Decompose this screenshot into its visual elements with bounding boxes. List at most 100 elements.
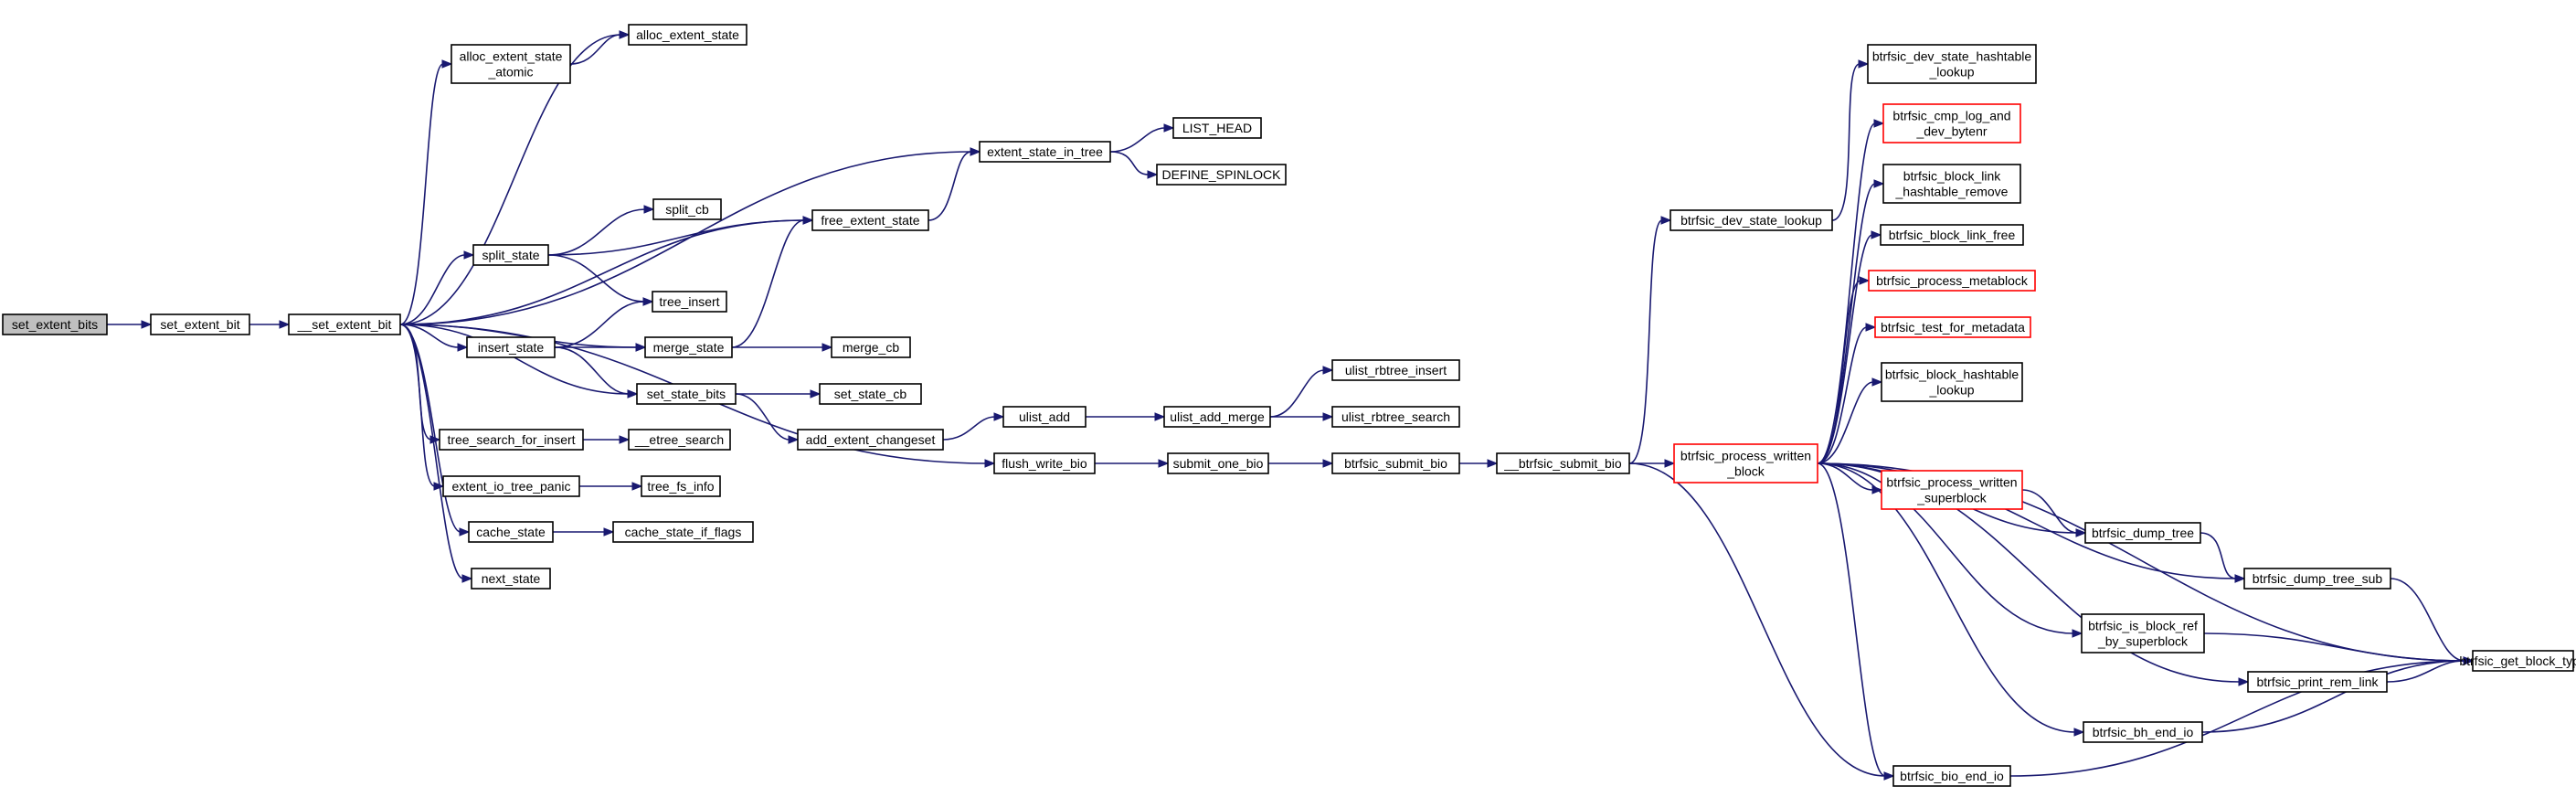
call-edge-btrfsic_process_written_block-to-btrfsic_block_link_free [1817, 230, 1882, 464]
arrowhead [2075, 528, 2087, 537]
node-box [1867, 44, 2037, 84]
node-merge-state[interactable]: merge_state [644, 336, 733, 358]
node-ulist-add-merge[interactable]: ulist_add_merge [1163, 406, 1271, 428]
node-next-state[interactable]: next_state [471, 568, 551, 590]
node-box [628, 24, 747, 46]
node-label: btrfsic_dev_state_hashtable [1872, 49, 2032, 64]
node-label: alloc_extent_state [460, 49, 563, 64]
node-btrfsic-bio-end-io[interactable]: btrfsic_bio_end_io [1892, 765, 2011, 787]
node-ulist-rbtree-insert[interactable]: ulist_rbtree_insert [1331, 359, 1460, 381]
arrowhead [1858, 59, 1870, 69]
node-btrfsic-print-rem-link[interactable]: btrfsic_print_rem_link [2247, 671, 2388, 693]
call-edge-submit_one_bio-to-btrfsic_submit_bio [1267, 459, 1334, 468]
edge-line [735, 393, 790, 441]
node-btrfsic-block-hashtable-lookup[interactable]: btrfsic_block_hashtable_lookup [1881, 362, 2023, 402]
node-label: ulist_rbtree_insert [1345, 363, 1447, 377]
call-edge-btrfsic_process_written_block-to-btrfsic_cmp_log_and_dev_bytenr [1817, 119, 1885, 464]
node-box [2472, 650, 2574, 672]
call-edge-split_state-to-split_cb [547, 205, 655, 256]
node-label: btrfsic_get_block_type [2459, 654, 2576, 668]
node-btrfsic-dev-state-hashtable-lookup[interactable]: btrfsic_dev_state_hashtable_lookup [1867, 44, 2037, 84]
node-free-extent-state[interactable]: free_extent_state [811, 209, 929, 231]
node-btrfsic-cmp-log-and-dev-bytenr[interactable]: btrfsic_cmp_log_and_dev_bytenr [1882, 103, 2021, 143]
arrowhead [635, 343, 647, 352]
call-edge-btrfsic_process_written_block-to-btrfsic_block_hashtable_lookup [1817, 377, 1883, 464]
node-extent-state-in-tree[interactable]: extent_state_in_tree [979, 141, 1111, 163]
node-btrfsic-process-metablock[interactable]: btrfsic_process_metablock [1868, 270, 2036, 292]
node-label: _hashtable_remove [1895, 185, 2009, 199]
node-tree-fs-info[interactable]: tree_fs_info [641, 475, 721, 497]
node-box [2083, 721, 2203, 743]
node-add-extent-changeset[interactable]: add_extent_changeset [797, 429, 944, 451]
node-cache-state-if-flags[interactable]: cache_state_if_flags [612, 521, 754, 543]
edge-line [399, 324, 432, 441]
node-LIST-HEAD[interactable]: LIST_HEAD [1172, 117, 1262, 139]
node-alloc-extent-state-atomic[interactable]: alloc_extent_state_atomic [451, 44, 571, 84]
call-edge-btrfsic_dev_state_lookup-to-btrfsic_dev_state_hashtable_lookup [1831, 59, 1870, 221]
arrowhead [970, 147, 981, 156]
node-btrfsic-block-link-hashtable-remove[interactable]: btrfsic_block_link_hashtable_remove [1882, 164, 2021, 204]
node---set-extent-bit[interactable]: __set_extent_bit [288, 313, 401, 335]
node-insert-state[interactable]: insert_state [466, 336, 556, 358]
node-box [979, 141, 1111, 163]
arrowhead [2234, 574, 2246, 583]
node-tree-insert[interactable]: tree_insert [652, 291, 727, 313]
node---etree-search[interactable]: __etree_search [628, 429, 731, 451]
node-btrfsic-test-for-metadata[interactable]: btrfsic_test_for_metadata [1874, 316, 2031, 338]
node-label: btrfsic_block_link [1903, 169, 2002, 184]
arrowhead [603, 527, 615, 537]
node-ulist-add[interactable]: ulist_add [1002, 406, 1087, 428]
node-btrfsic-get-block-type[interactable]: btrfsic_get_block_type [2459, 650, 2576, 672]
node-set-state-cb[interactable]: set_state_cb [819, 383, 922, 405]
node-flush-write-bio[interactable]: flush_write_bio [993, 452, 1096, 474]
node-extent-io-tree-panic[interactable]: extent_io_tree_panic [442, 475, 580, 497]
arrowhead [1322, 412, 1334, 421]
node-box [2081, 613, 2205, 654]
node-label: _block [1726, 464, 1765, 479]
arrowhead [627, 389, 639, 398]
node-box [1331, 452, 1460, 474]
node-ulist-rbtree-search[interactable]: ulist_rbtree_search [1331, 406, 1460, 428]
node-btrfsic-is-block-ref-by-superblock[interactable]: btrfsic_is_block_ref_by_superblock [2081, 613, 2205, 654]
node-btrfsic-dev-state-lookup[interactable]: btrfsic_dev_state_lookup [1670, 209, 1833, 231]
arrowhead [631, 482, 643, 491]
node-box [1670, 209, 1833, 231]
call-edge-insert_state-to-tree_insert [554, 297, 654, 348]
node-set-state-bits[interactable]: set_state_bits [636, 383, 737, 405]
edge-line [2390, 578, 2465, 662]
node-label: __set_extent_bit [297, 317, 392, 332]
node-btrfsic-dump-tree[interactable]: btrfsic_dump_tree [2084, 522, 2201, 544]
node-btrfsic-submit-bio[interactable]: btrfsic_submit_bio [1331, 452, 1460, 474]
node-label: flush_write_bio [1002, 456, 1087, 471]
node---btrfsic-submit-bio[interactable]: __btrfsic_submit_bio [1496, 452, 1630, 474]
node-label: btrfsic_process_written [1680, 449, 1811, 463]
node-set-extent-bits[interactable]: set_extent_bits [2, 313, 108, 335]
node-box [831, 336, 911, 358]
node-box [1156, 164, 1287, 186]
node-alloc-extent-state[interactable]: alloc_extent_state [628, 24, 747, 46]
call-edge-btrfsic_process_written_superblock-to-btrfsic_dump_tree [2021, 489, 2087, 537]
node-btrfsic-process-written-block[interactable]: btrfsic_process_written_block [1673, 443, 1818, 484]
call-edge-ulist_add_merge-to-ulist_rbtree_insert [1269, 366, 1334, 418]
call-edge-__set_extent_bit-to-set_state_bits [399, 324, 639, 398]
node-btrfsic-bh-end-io[interactable]: btrfsic_bh_end_io [2083, 721, 2203, 743]
node-tree-search-for-insert[interactable]: tree_search_for_insert [439, 429, 584, 451]
node-cache-state[interactable]: cache_state [468, 521, 554, 543]
call-edge-add_extent_changeset-to-ulist_add [942, 412, 1005, 441]
call-edge-split_state-to-free_extent_state [547, 216, 814, 256]
node-btrfsic-block-link-free[interactable]: btrfsic_block_link_free [1880, 224, 2024, 246]
node-label: __btrfsic_submit_bio [1503, 456, 1622, 471]
node-merge-cb[interactable]: merge_cb [831, 336, 911, 358]
node-box [1874, 316, 2031, 338]
node-set-extent-bit[interactable]: set_extent_bit [150, 313, 250, 335]
node-DEFINE-SPINLOCK[interactable]: DEFINE_SPINLOCK [1156, 164, 1287, 186]
node-box [442, 475, 580, 497]
node-label: btrfsic_test_for_metadata [1881, 320, 2025, 335]
node-btrfsic-dump-tree-sub[interactable]: btrfsic_dump_tree_sub [2243, 568, 2391, 590]
node-btrfsic-process-written-superblock[interactable]: btrfsic_process_written_superblock [1881, 470, 2023, 510]
node-split-state[interactable]: split_state [472, 244, 549, 266]
node-submit-one-bio[interactable]: submit_one_bio [1167, 452, 1269, 474]
node-split-cb[interactable]: split_cb [652, 198, 722, 220]
arrowhead [2073, 728, 2085, 737]
call-edge-__btrfsic_submit_bio-to-btrfsic_dev_state_lookup [1628, 216, 1672, 464]
